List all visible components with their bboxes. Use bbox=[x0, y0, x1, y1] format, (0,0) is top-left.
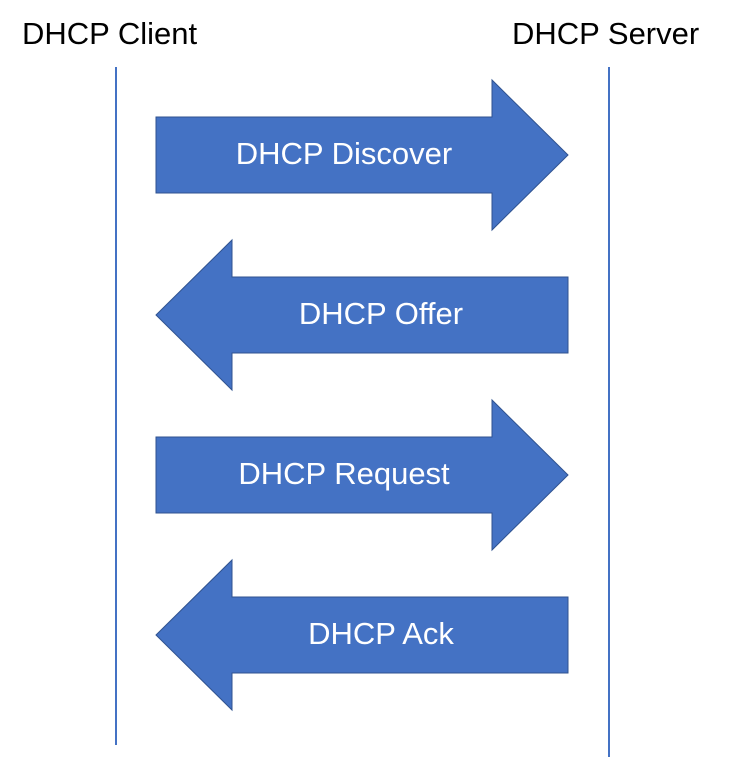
ack-arrow-shape bbox=[155, 558, 569, 712]
server-participant-label: DHCP Server bbox=[512, 16, 700, 51]
client-lifeline bbox=[115, 67, 117, 745]
offer-message-label: DHCP Offer bbox=[299, 296, 463, 331]
client-participant-label: DHCP Client bbox=[22, 16, 198, 51]
discover-message-label: DHCP Discover bbox=[236, 136, 452, 171]
server-lifeline bbox=[608, 67, 610, 757]
discover-arrow-shape bbox=[155, 78, 569, 232]
request-arrow-shape bbox=[155, 398, 569, 552]
ack-message-label: DHCP Ack bbox=[308, 616, 454, 651]
request-message-label: DHCP Request bbox=[238, 456, 450, 491]
offer-arrow-shape bbox=[155, 238, 569, 392]
